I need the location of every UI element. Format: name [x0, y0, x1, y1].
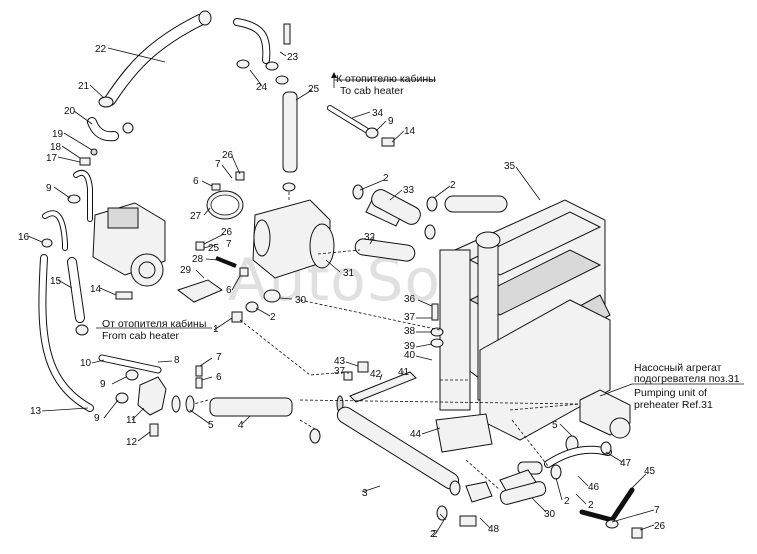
shield-29 — [176, 279, 224, 303]
callout: 17 — [46, 153, 58, 164]
callout: 5 — [208, 420, 214, 431]
callout: 30 — [295, 295, 307, 306]
callout: 9 — [100, 379, 106, 390]
hose-4 — [209, 397, 293, 417]
hose-25 — [282, 91, 298, 173]
callout: 2 — [383, 173, 389, 184]
leader-lines — [27, 47, 655, 534]
callout-numbers: 22 23 24 25 21 20 19 18 17 9 16 15 14 34… — [18, 44, 666, 540]
callout: 34 — [372, 108, 384, 119]
callout: 36 — [404, 294, 416, 305]
callout: 2 — [432, 529, 438, 540]
callout: 12 — [126, 437, 138, 448]
callout: 9 — [388, 116, 394, 127]
pipe-2 — [444, 195, 508, 213]
callout: 1 — [213, 324, 219, 335]
callout: 18 — [50, 142, 62, 153]
callout: 14 — [90, 284, 102, 295]
callout: 16 — [18, 232, 30, 243]
callout: 11 — [126, 415, 137, 426]
callout: 6 — [226, 285, 232, 296]
callout: 41 — [398, 367, 410, 378]
callout: 46 — [588, 482, 600, 493]
callout: 2 — [270, 312, 276, 323]
strip-41 — [349, 371, 417, 403]
pipe-32 — [354, 238, 416, 262]
callout: 2 — [430, 529, 436, 540]
callout: 32 — [364, 232, 376, 243]
callout: 6 — [193, 176, 199, 187]
callout: 27 — [190, 211, 202, 222]
callout: 30 — [544, 509, 556, 520]
callout: 20 — [64, 106, 76, 117]
callout: 25 — [208, 243, 220, 254]
bracket-44 — [435, 413, 493, 453]
pipe-33 — [371, 189, 421, 225]
callout: 26 — [222, 150, 234, 161]
to-cab-heater-ru: К отопителю кабины — [336, 73, 436, 85]
callout: 44 — [410, 429, 422, 440]
callout: 2 — [588, 500, 594, 511]
clamp — [198, 10, 212, 26]
callout: 26 — [221, 227, 233, 238]
from-cab-heater-ru: От отопителя кабины — [102, 318, 206, 330]
callout: 33 — [403, 185, 415, 196]
callout: 14 — [404, 126, 416, 137]
callout: 43 — [334, 356, 346, 367]
callout: 21 — [78, 81, 90, 92]
callout: 29 — [180, 265, 192, 276]
to-cab-heater-en: To cab heater — [340, 85, 404, 97]
pump-unit-en-2: preheater Ref.31 — [634, 399, 713, 411]
callout: 13 — [30, 406, 42, 417]
callout: 25 — [308, 84, 320, 95]
callout: 7 — [216, 352, 222, 363]
callout: 7 — [215, 159, 221, 170]
callout: 15 — [50, 276, 62, 287]
pump-unit-en-1: Pumping unit of — [634, 387, 707, 399]
callout: 37 — [404, 312, 416, 323]
callout: 8 — [174, 355, 180, 366]
callout: 40 — [404, 350, 416, 361]
callout: 47 — [620, 458, 632, 469]
callout: 37 — [334, 366, 346, 377]
callout: 9 — [46, 183, 52, 194]
callout: 28 — [192, 254, 204, 265]
pump-unit-ru-2: подогревателя поз.31 — [634, 373, 740, 385]
callout: 39 — [404, 341, 416, 352]
callout: 26 — [654, 521, 666, 532]
callout: 24 — [256, 82, 268, 93]
callout: 45 — [644, 466, 656, 477]
callout: 2 — [450, 180, 456, 191]
callout: 3 — [362, 488, 368, 499]
callout: 5 — [552, 420, 558, 431]
callout: 10 — [80, 358, 92, 369]
tee-11 — [137, 376, 167, 416]
clamp-21 — [98, 96, 114, 108]
callout: 2 — [564, 496, 570, 507]
flow-lines — [193, 192, 581, 491]
pump-unit-ru-1: Насосный агрегат — [634, 362, 722, 374]
callout: 22 — [95, 44, 107, 55]
callout: 19 — [52, 129, 64, 140]
callout: 7 — [226, 239, 232, 250]
callout: 31 — [343, 268, 355, 279]
callout: 4 — [238, 420, 244, 431]
callout: 38 — [404, 326, 416, 337]
callout: 35 — [504, 161, 516, 172]
callout: 9 — [94, 413, 100, 424]
callout: 23 — [287, 52, 299, 63]
callout: 42 — [370, 369, 382, 380]
callout: 48 — [488, 524, 500, 535]
callout: 7 — [654, 505, 660, 516]
callout: 6 — [216, 372, 222, 383]
from-cab-heater-en: From cab heater — [102, 330, 180, 342]
